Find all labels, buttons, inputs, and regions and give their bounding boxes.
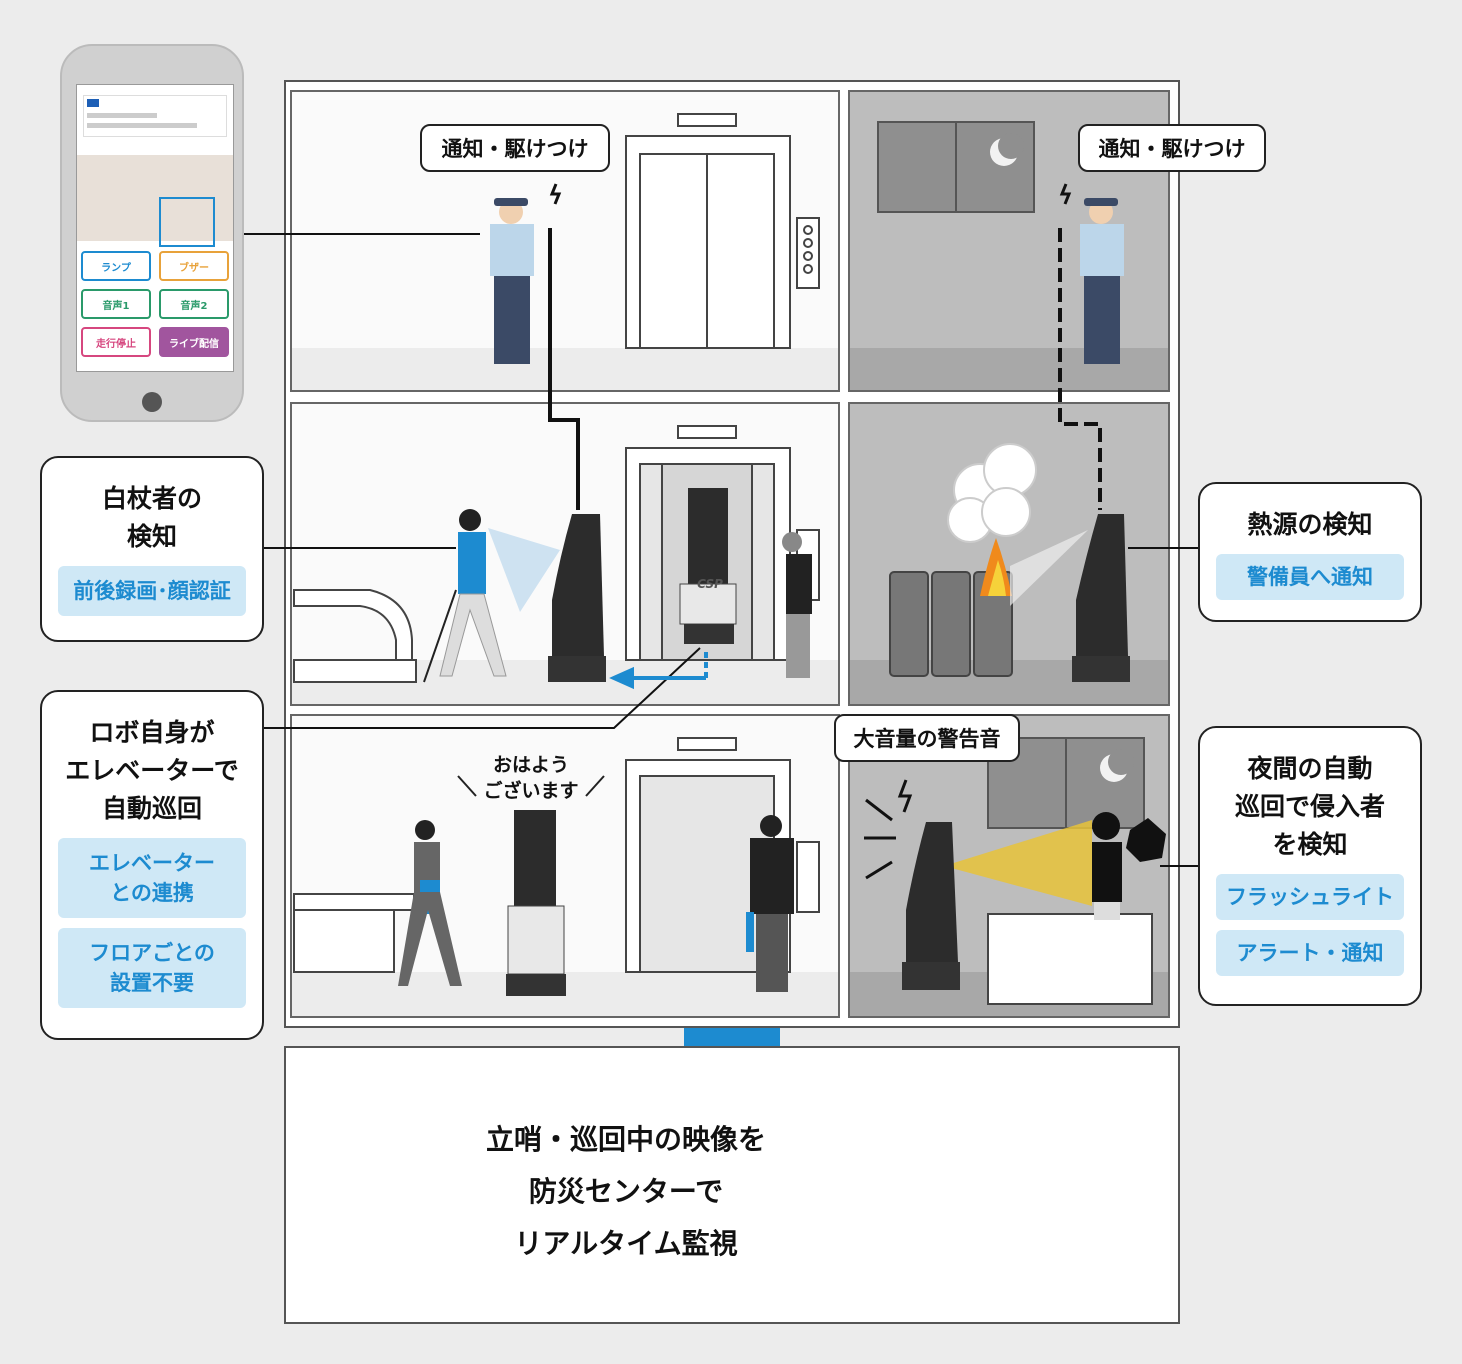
control-center-text: 立哨・巡回中の映像を 防災センターで リアルタイム監視 bbox=[485, 1123, 766, 1260]
robot-night bbox=[902, 822, 960, 990]
buzzer-button[interactable]: ブザー bbox=[159, 251, 229, 281]
callout-elevator: ロボ自身が エレベーターで 自動巡回 エレベーター との連携 フロアごとの 設置… bbox=[40, 690, 264, 1040]
lamp-button[interactable]: ランプ bbox=[81, 251, 151, 281]
voice2-button[interactable]: 音声2 bbox=[159, 289, 229, 319]
counter-1f bbox=[987, 913, 1153, 1005]
robot-2f bbox=[548, 514, 606, 682]
notify-label-left: 通知・駆けつけ bbox=[420, 124, 610, 172]
smoke bbox=[947, 443, 1037, 543]
signal-lines bbox=[548, 228, 1102, 510]
elevator-3f bbox=[625, 113, 820, 349]
guard-right bbox=[1080, 198, 1124, 364]
stop-driving-button[interactable]: 走行停止 bbox=[81, 327, 151, 357]
greeting-text: おはよう ございます bbox=[483, 754, 579, 802]
live-stream-button[interactable]: ライブ配信 bbox=[159, 327, 229, 357]
home-button bbox=[142, 392, 162, 412]
person-2f-elevator bbox=[782, 532, 812, 678]
notify-label-right: 通知・駆けつけ bbox=[1078, 124, 1266, 172]
tag-no-per-floor: フロアごとの 設置不要 bbox=[58, 928, 246, 1008]
smartphone: ランプ ブザー 音声1 音声2 走行停止 ライブ配信 bbox=[60, 44, 244, 422]
tag-alert: アラート・通知 bbox=[1216, 930, 1404, 976]
handrail-1f bbox=[293, 893, 415, 973]
robot-fire bbox=[1072, 514, 1130, 682]
tag-elevator-link: エレベーター との連携 bbox=[58, 838, 246, 918]
escalator-2f bbox=[293, 589, 417, 683]
tag-recording: 前後録画･顔認証 bbox=[58, 566, 246, 616]
elevator-path-arrow bbox=[609, 652, 708, 690]
tag-notify-guard: 警備員へ通知 bbox=[1216, 554, 1404, 600]
woman-1f bbox=[398, 820, 462, 986]
phone-screen: ランプ ブザー 音声1 音声2 走行停止 ライブ配信 bbox=[76, 84, 234, 372]
robot-2f-elevator bbox=[679, 488, 737, 644]
voice1-button[interactable]: 音声1 bbox=[81, 289, 151, 319]
white-cane-walker bbox=[423, 509, 507, 683]
trash-bins bbox=[889, 571, 1013, 677]
intruder bbox=[1092, 812, 1122, 920]
callout-heat: 熱源の検知 警備員へ通知 bbox=[1198, 482, 1422, 622]
guard-left bbox=[490, 198, 534, 364]
callout-white-cane: 白杖者の 検知 前後録画･顔認証 bbox=[40, 456, 264, 642]
control-center-panel: 立哨・巡回中の映像を 防災センターで リアルタイム監視 bbox=[284, 1046, 1180, 1324]
connector-lines bbox=[244, 233, 1198, 867]
callout-night: 夜間の自動 巡回で侵入者 を検知 フラッシュライト アラート・通知 bbox=[1198, 726, 1422, 1006]
robot-greeting bbox=[506, 810, 566, 996]
robot-brand-label: CSP bbox=[697, 577, 723, 591]
loud-alarm-label: 大音量の警告音 bbox=[834, 714, 1020, 762]
businessman-1f bbox=[746, 815, 794, 992]
tag-flashlight: フラッシュライト bbox=[1216, 874, 1404, 920]
